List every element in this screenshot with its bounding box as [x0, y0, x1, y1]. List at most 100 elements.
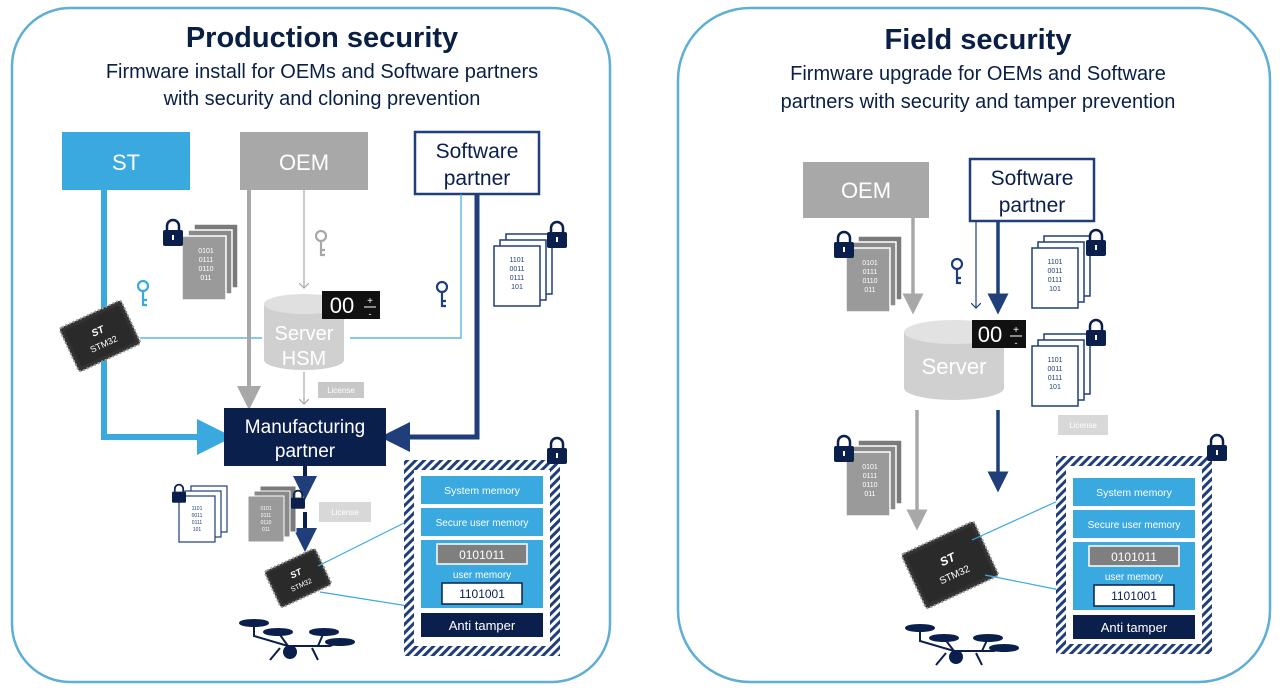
st-label: ST	[112, 150, 140, 175]
stm32-chip-small: ST STM32	[264, 548, 332, 608]
svg-text:user memory: user memory	[1105, 572, 1163, 583]
svg-text:License: License	[1069, 421, 1097, 430]
svg-text:011: 011	[200, 275, 211, 282]
svg-text:0101: 0101	[862, 464, 878, 471]
svg-text:+: +	[1013, 325, 1019, 336]
field-server-label: Server	[922, 354, 987, 379]
production-title: Production security	[186, 22, 458, 54]
svg-text:0011: 0011	[192, 513, 203, 519]
st-to-manufacturing-arrow	[101, 190, 233, 455]
svg-text:License: License	[327, 386, 355, 395]
partner-to-manufacturing-arrow	[380, 194, 480, 452]
firmware-grey-stack: 0101 0111 0110 011	[181, 223, 239, 301]
lock-icon	[291, 489, 305, 509]
counter-minus: -	[369, 309, 372, 319]
anti-tamper-label: Anti tamper	[449, 618, 516, 633]
lock-icon	[834, 230, 854, 258]
field-oem-label: OEM	[841, 178, 891, 203]
field-software-partner-line2: partner	[999, 194, 1066, 217]
field-subtitle-line2: partners with security and tamper preven…	[781, 91, 1176, 113]
key-icon	[435, 280, 449, 308]
firmware-grey-small: 0101 0111 0110 011	[247, 485, 297, 543]
counter-value: 00	[330, 293, 354, 318]
svg-text:0111: 0111	[863, 473, 878, 480]
field-stm32-chip: ST STM32	[901, 520, 999, 610]
oem-box: OEM	[240, 132, 368, 190]
field-firmware-blue-stack: 1101 0011 0111 101	[1031, 235, 1091, 309]
svg-text:1101001: 1101001	[1111, 589, 1157, 603]
svg-text:1101: 1101	[1047, 259, 1062, 266]
svg-text:0110: 0110	[261, 520, 272, 526]
svg-text:101: 101	[511, 284, 523, 291]
manufacturing-partner-box: Manufacturing partner	[224, 408, 386, 466]
field-oem-box: OEM	[803, 162, 929, 218]
drone-icon	[239, 619, 355, 661]
svg-text:011: 011	[262, 527, 270, 533]
svg-text:101: 101	[193, 527, 202, 533]
svg-text:0111: 0111	[1048, 277, 1063, 284]
software-partner-line1: Software	[436, 140, 519, 163]
svg-text:0111: 0111	[261, 513, 272, 519]
svg-text:011: 011	[864, 287, 875, 294]
lock-icon	[1086, 318, 1106, 346]
svg-text:011: 011	[864, 491, 875, 498]
production-subtitle-line1: Firmware install for OEMs and Software p…	[106, 61, 538, 83]
svg-text:0111: 0111	[192, 520, 203, 526]
server-hsm-line1: Server	[275, 323, 334, 345]
svg-text:0101: 0101	[862, 260, 878, 267]
field-firmware-blue-stack-2: 1101 0011 0111 101	[1031, 333, 1091, 407]
field-firmware-grey-stack-2: 0101 0111 0110 011	[845, 439, 903, 517]
memory-value-grey: 0101011	[459, 548, 505, 562]
field-counter-value: 00	[978, 322, 1002, 347]
key-icon	[950, 257, 964, 285]
svg-text:0011: 0011	[1047, 268, 1062, 275]
svg-text:0110: 0110	[862, 278, 877, 285]
field-software-partner-line1: Software	[991, 167, 1074, 190]
field-software-partner-box: Software partner	[968, 157, 1096, 223]
field-firmware-grey-stack: 0101 0111 0110 011	[845, 235, 903, 313]
svg-text:101: 101	[1049, 286, 1061, 293]
svg-text:0101: 0101	[260, 506, 271, 512]
svg-text:0101011: 0101011	[1111, 550, 1157, 564]
field-panel: Field security Firmware upgrade for OEMs…	[676, 6, 1272, 684]
lock-icon	[163, 218, 183, 246]
license-tag: License	[318, 382, 364, 398]
svg-text:System memory: System memory	[1096, 487, 1173, 499]
field-counter-display: 00 + -	[972, 320, 1026, 348]
license-tag: License	[1058, 415, 1108, 435]
field-memory-block: System memory Secure user memory 0101011…	[1056, 456, 1212, 654]
svg-text:0111: 0111	[199, 257, 214, 264]
partner-to-server-line	[350, 194, 462, 339]
server-hsm-line2: HSM	[282, 348, 326, 370]
oem-label: OEM	[279, 150, 329, 175]
field-title: Field security	[885, 24, 1072, 56]
svg-text:License: License	[331, 508, 359, 517]
license-tag: License	[319, 502, 371, 522]
svg-text:101: 101	[1049, 384, 1061, 391]
svg-text:0111: 0111	[1048, 375, 1063, 382]
memory-block: System memory Secure user memory 0101011…	[404, 460, 560, 656]
manufacturing-line1: Manufacturing	[245, 417, 365, 438]
system-memory-label: System memory	[444, 485, 521, 497]
svg-text:0110: 0110	[198, 266, 213, 273]
production-panel: Production security Firmware install for…	[10, 6, 612, 684]
stm32-chip: ST STM32	[59, 299, 141, 373]
svg-text:1101: 1101	[192, 506, 203, 512]
lock-icon	[1207, 433, 1227, 461]
counter-display: 00 + -	[322, 291, 380, 319]
svg-text:-: -	[1015, 338, 1018, 348]
lock-icon	[547, 220, 567, 248]
key-icon	[136, 279, 150, 307]
svg-text:0011: 0011	[1047, 366, 1062, 373]
svg-text:Anti tamper: Anti tamper	[1101, 620, 1168, 635]
user-memory-label: user memory	[453, 570, 511, 581]
lock-icon	[172, 483, 186, 503]
svg-text:0111: 0111	[510, 275, 525, 282]
production-subtitle-line2: with security and cloning prevention	[163, 88, 481, 110]
secure-user-memory-label: Secure user memory	[436, 518, 529, 529]
key-icon	[314, 229, 328, 257]
firmware-blue-small: 1101 0011 0111 101	[178, 485, 228, 543]
software-partner-box: Software partner	[413, 130, 541, 196]
svg-text:0011: 0011	[509, 266, 524, 273]
